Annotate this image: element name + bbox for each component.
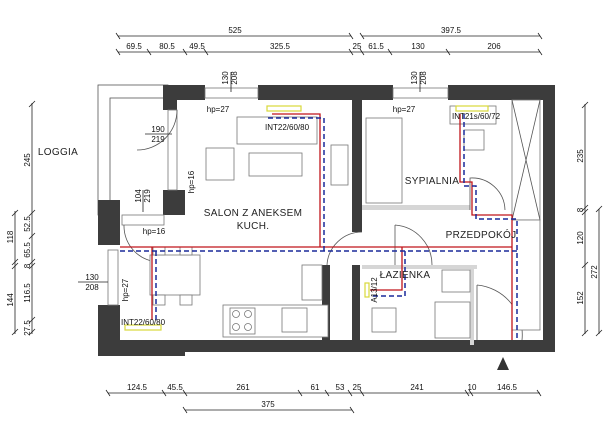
windows: 130 208 130 208 190 219 104 219 130 208 …	[78, 71, 449, 306]
room-label-hall: PRZEDPOKÓJ	[446, 228, 517, 241]
dim-label: 52.5	[23, 216, 32, 232]
dim-label: 61	[311, 383, 320, 392]
dim-label: 118	[6, 230, 15, 243]
entrance-arrow-icon	[497, 357, 509, 370]
window-height: 208	[419, 71, 428, 85]
dim-label: 25	[353, 383, 362, 392]
dim-label: 241	[410, 383, 424, 392]
dim-label: 8	[23, 263, 32, 268]
dim-label: 120	[576, 231, 585, 245]
dim-label: 146.5	[497, 383, 518, 392]
room-label-salon: SALON Z ANEKSEM	[204, 208, 302, 219]
sill-height: hp=16	[187, 170, 196, 193]
dim-label: 49.5	[189, 42, 205, 51]
dim-label: 65.5	[23, 242, 32, 258]
dim-label: 397.5	[441, 26, 462, 35]
dim-label: 525	[228, 26, 242, 35]
dim-label: 116.5	[23, 283, 32, 303]
dim-label: 235	[576, 149, 585, 163]
window-height: 219	[143, 189, 152, 203]
dim-label: 61.5	[368, 42, 384, 51]
dim-label: 144	[6, 293, 15, 307]
dim-label: 325.5	[270, 42, 291, 51]
walls	[98, 85, 555, 356]
radiator-label: INT22/60/80	[265, 123, 310, 132]
window-width: 130	[221, 71, 230, 85]
window-width: 104	[134, 189, 143, 203]
dim-label: 53	[336, 383, 345, 392]
right-dimensions: 235 8 120 152 272	[576, 101, 603, 337]
dim-label: 152	[576, 291, 585, 305]
window-width: 190	[151, 125, 165, 134]
sill-height: hp=27	[393, 105, 416, 114]
window-top-right	[392, 87, 449, 99]
room-label-salon-kitchen: KUCH.	[237, 221, 270, 232]
window-top-left	[204, 87, 259, 99]
dim-label: 45.5	[167, 383, 183, 392]
room-label-bathroom: ŁAZIENKA	[380, 270, 431, 281]
dim-label: 10	[468, 383, 477, 392]
dim-label: 272	[590, 265, 599, 279]
bottom-dimensions: 124.5 45.5 261 61 53 25 241 10 146.5 375	[105, 383, 542, 414]
window-width: 130	[85, 273, 99, 282]
dim-label: 69.5	[126, 42, 142, 51]
window-loggia-door	[167, 109, 178, 191]
dim-label: 245	[23, 153, 32, 167]
radiator-label: INT21s/60/72	[452, 112, 501, 121]
dim-label: 27.5	[23, 320, 32, 336]
window-height: 208	[230, 71, 239, 85]
sill-height: hp=16	[143, 227, 166, 236]
sill-height: hp=27	[121, 278, 130, 301]
window-width: 130	[410, 71, 419, 85]
room-label-loggia: LOGGIA	[38, 147, 78, 158]
heating-pipes	[120, 105, 518, 340]
radiator-label: INT22/60/80	[121, 318, 166, 327]
dim-label: 375	[261, 400, 275, 409]
window-left	[107, 249, 119, 306]
dim-label: 8	[576, 207, 585, 212]
sill-height: hp=27	[207, 105, 230, 114]
dim-label: 130	[411, 42, 425, 51]
window-height: 219	[151, 135, 165, 144]
radiator-label: A13/12	[370, 277, 379, 303]
room-label-bedroom: SYPIALNIA	[405, 176, 459, 187]
top-dimensions: 525 397.5 69.5 80.5 49.5 325.5 25 61.5 1…	[115, 26, 543, 56]
dim-label: 206	[487, 42, 501, 51]
furniture	[149, 99, 541, 339]
dim-label: 25	[353, 42, 362, 51]
left-dimensions: 245 52.5 65.5 8 116.5 27.5 118 144	[6, 100, 36, 336]
window-height: 208	[85, 283, 99, 292]
dim-label: 124.5	[127, 383, 148, 392]
window-loggia-door2	[121, 214, 165, 226]
dim-label: 261	[236, 383, 250, 392]
dim-label: 80.5	[159, 42, 175, 51]
